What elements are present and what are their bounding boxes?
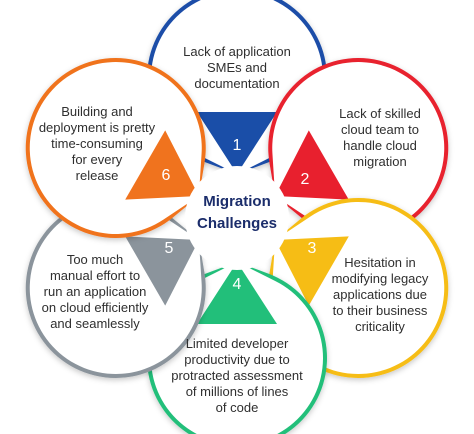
petal-6-tip: [125, 130, 199, 200]
petal-6-text: Building and deployment is pretty time-c…: [38, 104, 156, 183]
petal-6: [25, 58, 206, 239]
petal-1-tip: [197, 112, 277, 174]
petal-5-tip: [125, 236, 199, 306]
petal-4-text: Limited developer productivity due to pr…: [171, 336, 303, 415]
petal-2-number: 2: [300, 171, 310, 188]
petal-4-number: 4: [232, 276, 242, 293]
petal-3-tip: [275, 236, 349, 306]
petal-2-text: Lack of skilled cloud team to handle clo…: [339, 106, 421, 169]
petal-5-text: Too much manual effort to run an applica…: [41, 252, 149, 331]
petal-2: [268, 58, 449, 239]
petal-1-text: Lack of application SMEs and documentati…: [183, 44, 291, 91]
petal-1-number: 1: [232, 137, 242, 154]
center-disc: [185, 166, 289, 270]
petal-6-number: 6: [161, 167, 171, 184]
petal-3-number: 3: [307, 240, 317, 257]
petal-3-text: Hesitation in modifying legacy applicati…: [331, 255, 429, 334]
petal-5: [25, 197, 206, 378]
petal-4-tip: [197, 262, 277, 324]
petal-2-tip: [275, 130, 349, 200]
petal-5-number: 5: [164, 240, 174, 257]
center-title: Migration Challenges: [196, 193, 278, 232]
